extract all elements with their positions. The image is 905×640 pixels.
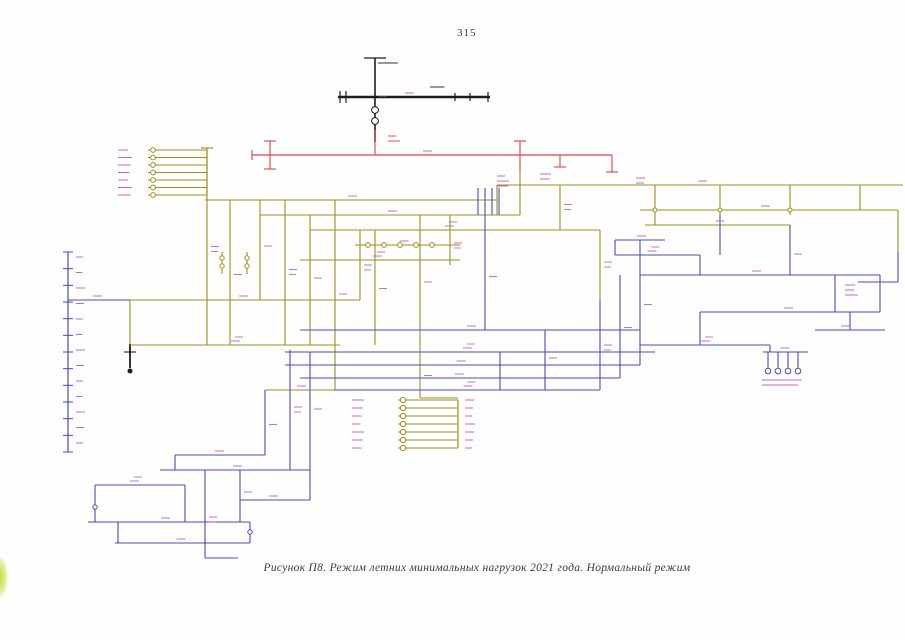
scan-artifact: [0, 556, 8, 598]
page-number: 315: [457, 27, 477, 39]
figure-caption: Рисунок П8. Режим летних минимальных наг…: [263, 562, 691, 574]
